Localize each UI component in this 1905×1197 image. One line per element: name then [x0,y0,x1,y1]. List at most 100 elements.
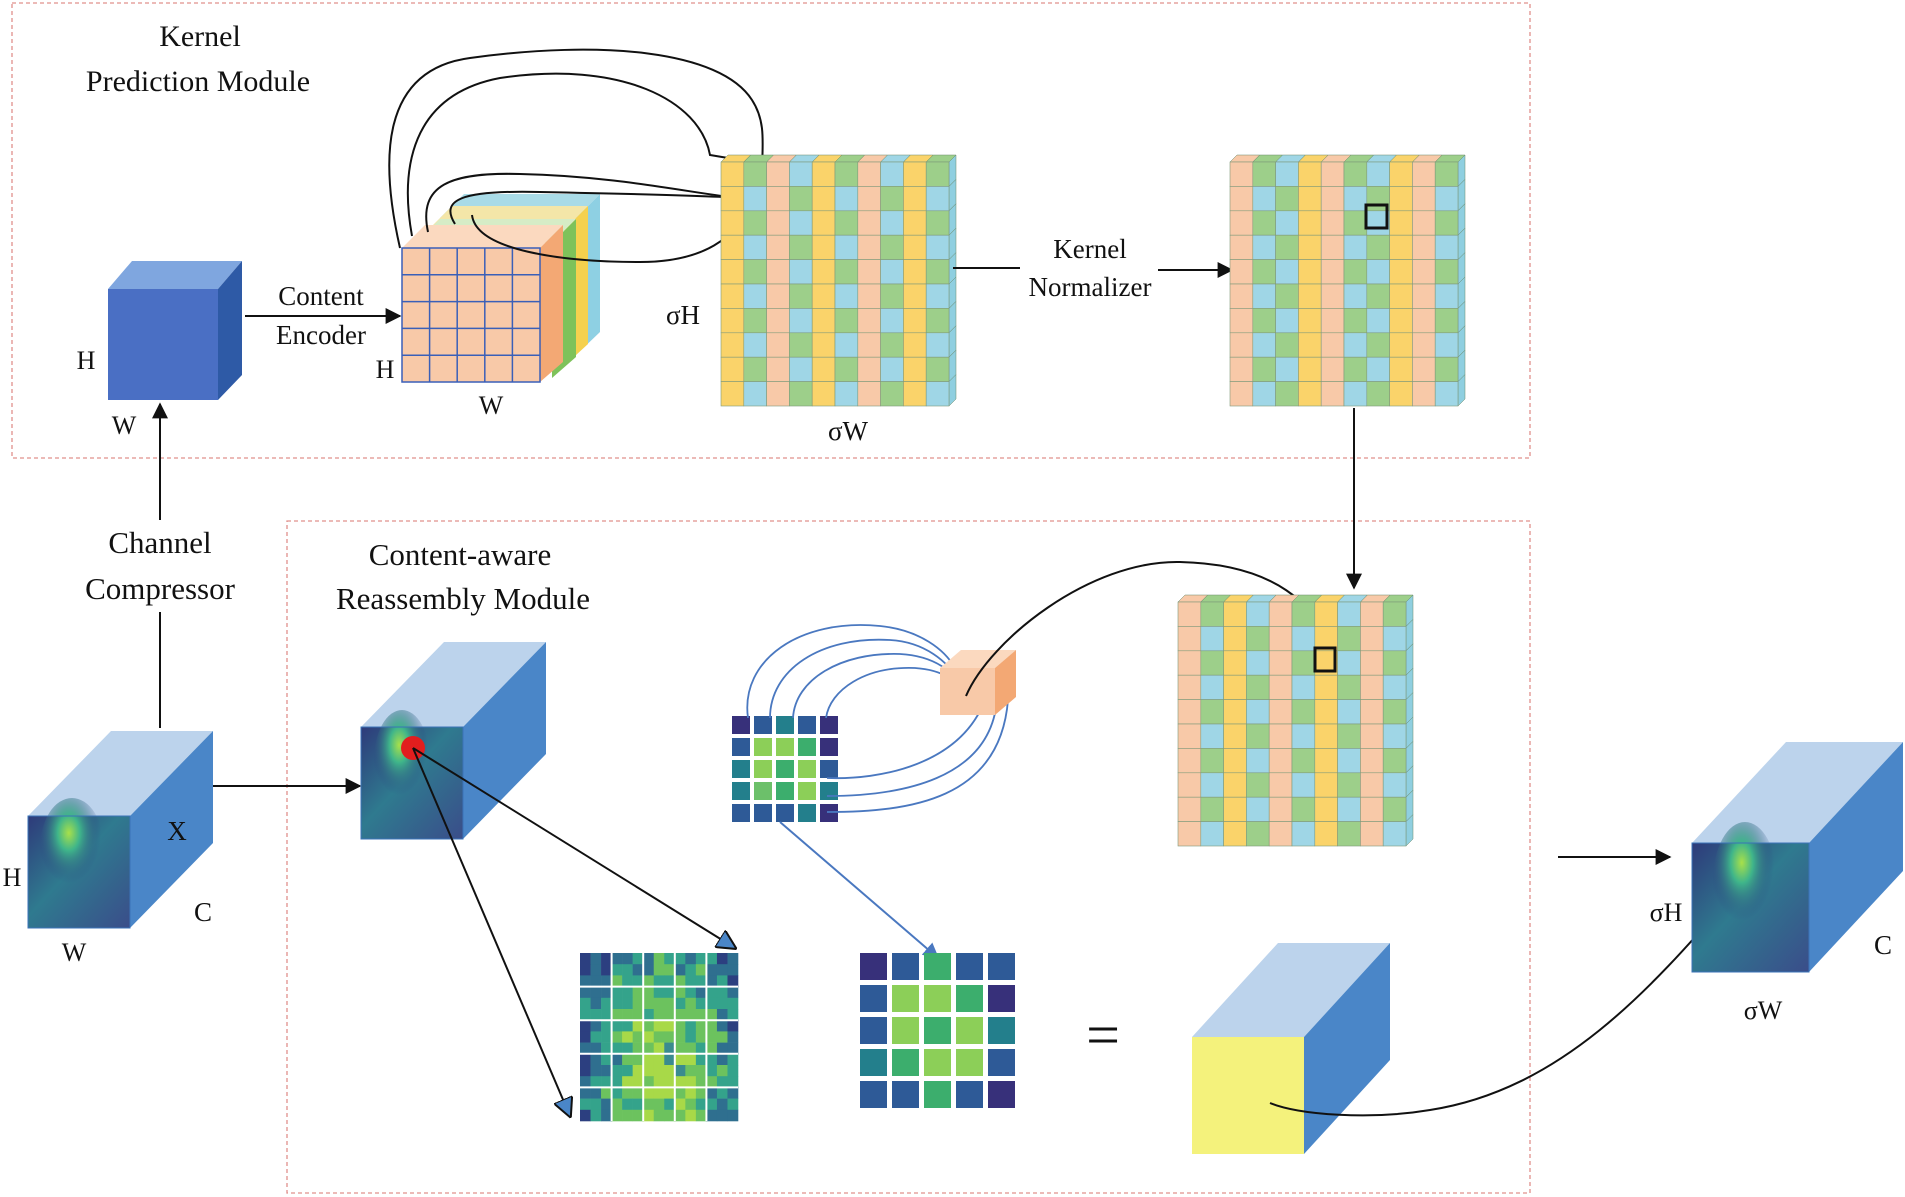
kernel-map-cell [720,283,745,309]
heat-patch-pixel [590,1053,602,1066]
kernel-map-cell [720,234,745,260]
content-encoder-label-line1: Content [278,281,364,311]
heat-patch-pixel [653,964,665,976]
kernel-map-cell [1229,186,1254,212]
kernel-grid-cell [860,1081,887,1108]
heat-patch-pixel [653,1031,665,1043]
kernel-map-cell [903,234,927,260]
kernel-map-cell [1275,381,1299,407]
kernel-map-cell [1291,650,1316,676]
kernel-map-cell [1200,772,1224,798]
kernel-map-cell [857,308,881,334]
heat-patch-pixel [706,1053,718,1066]
kernel-grid-cell [776,738,794,756]
kernel-map-cell [1200,796,1224,822]
heat-patch-pixel [716,997,728,1010]
heat-patch-pixel [632,986,644,999]
input-X-label: X [167,816,187,846]
kernel-grid-cell [820,716,838,734]
kernel-map-cell [1177,821,1202,847]
kernel-grid-cell [988,953,1015,980]
heat-patch-pixel [643,1031,655,1043]
kernel-map-cell [1343,161,1368,187]
heat-patch-pixel [643,986,655,999]
heat-patch-pixel [664,1065,676,1077]
heat-patch-pixel [695,953,707,965]
kernel-map-cell [1412,186,1436,212]
kernel-map-cell [789,283,813,309]
kernel-grid-cell [988,985,1015,1012]
input-C-label: C [194,897,212,927]
kernel-map-cell [1360,772,1384,798]
kernel-map-cell [1366,234,1390,260]
kernel-map-cell [720,259,745,285]
heat-patch-pixel [622,1098,633,1111]
kernel-grid-cell [732,804,750,822]
heat-patch-pixel [643,997,655,1010]
heat-patch-pixel [580,964,591,976]
heat-patch-pixel [611,1087,623,1099]
heat-patch-pixel [611,975,623,987]
kernel-map-cell [1434,356,1459,382]
heat-patch-pixel [685,1087,697,1099]
heat-patch-pixel [601,1087,612,1099]
heat-patch-pixel [580,975,591,987]
kernel-map-cell [925,210,950,236]
kernel-map-cell [1298,332,1322,358]
kernel-map-cell [1252,234,1276,260]
heat-patch-pixel [580,1076,591,1088]
kernel-map-cell [1360,748,1384,774]
equals-sign: = [1086,1002,1120,1068]
heat-patch-pixel [601,997,612,1010]
heat-patch-pixel [674,1098,686,1111]
kernel-prediction-title-line2: Prediction Module [86,65,310,98]
kernel-grid-cell [732,738,750,756]
heat-patch-pixel [580,1065,591,1077]
kernel-map-cell [903,283,927,309]
heat-patch-pixel [695,986,707,999]
kernel-map-cell [720,308,745,334]
kernel-map-cell [1389,210,1413,236]
kernel-map-cell [1291,796,1316,822]
heat-patch-pixel [622,986,633,999]
heat-patch-pixel [685,1009,697,1021]
heat-patch-pixel [664,1031,676,1043]
heat-patch-pixel [632,997,644,1010]
kernel-grid-cell [924,1017,951,1044]
kernel-map-cell [834,332,859,358]
heat-patch-pixel [706,1109,718,1122]
kernel-map-cell [834,356,859,382]
heat-patch-pixel [664,1009,676,1021]
kernel-map-cell [1434,161,1459,187]
kernel-map-cell [903,332,927,358]
kernel-map-cell [1366,332,1390,358]
kernel-map-cell [766,259,790,285]
heat-patch-pixel [611,964,623,976]
kernel-map-cell [1382,748,1407,774]
kernel-map-cell [857,332,881,358]
heat-patch-pixel [674,1076,686,1088]
heat-patch-pixel [580,1053,591,1066]
kernel-map-cell [789,234,813,260]
kernel-grid-cell [892,1017,919,1044]
kernel-map-cell [834,186,859,212]
heat-patch-pixel [695,1031,707,1043]
kernel-map-cell [1200,699,1224,725]
kernel-map-cell [1360,626,1384,652]
kernel-map-cell [834,283,859,309]
heat-patch-pixel [653,1076,665,1088]
heat-patch-pixel [590,1087,602,1099]
kernel-grid-cell [820,760,838,778]
heat-patch-pixel [580,986,591,999]
kernel-map-cell [1229,356,1254,382]
kernel-map-cell [1268,650,1293,676]
kernel-grid-cell [798,738,816,756]
output-C-label: C [1874,930,1892,960]
heat-patch-pixel [643,975,655,987]
output-height-label: σH [1650,898,1683,927]
kernel-map-cell [1389,259,1413,285]
kernel-map-cell [925,356,950,382]
kernel-map-cell [834,234,859,260]
reassembly-kernel-map [1177,594,1414,847]
kernel-map-cell [811,356,836,382]
